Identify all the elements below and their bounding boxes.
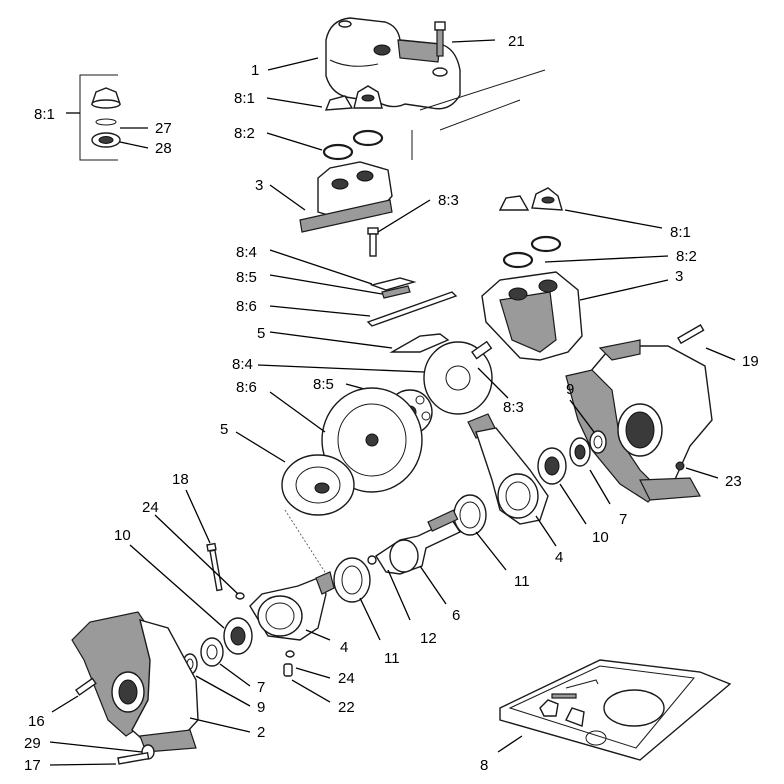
screw-18 bbox=[185, 489, 223, 592]
callout-10-left: 10 bbox=[114, 527, 131, 544]
washers-24 bbox=[154, 514, 331, 703]
connecting-rod-4-left bbox=[249, 571, 335, 641]
valves-top-8-1 bbox=[266, 85, 383, 111]
callout-labels: 1 21 8:1 8:2 3 8:3 8:4 8:5 8:6 5 8:4 8:3… bbox=[24, 33, 759, 774]
callout-8-3-lower: 8:3 bbox=[503, 399, 524, 416]
callout-8-kit: 8 bbox=[480, 757, 488, 774]
callout-4-left: 4 bbox=[340, 639, 348, 656]
callout-9-right: 9 bbox=[566, 381, 574, 398]
callout-5-lower: 5 bbox=[220, 421, 228, 438]
callout-inset-28: 28 bbox=[155, 140, 172, 157]
valves-right-8-1 bbox=[498, 187, 663, 229]
bolt-19 bbox=[677, 324, 736, 361]
callout-8-1-top: 8:1 bbox=[234, 90, 255, 107]
callout-24-upper: 24 bbox=[142, 499, 159, 516]
repair-kit-8 bbox=[497, 659, 732, 761]
callout-7-right: 7 bbox=[619, 511, 627, 528]
callout-8-2-top: 8:2 bbox=[234, 125, 255, 142]
connecting-rod-4-right bbox=[467, 413, 557, 547]
callout-11-left: 11 bbox=[384, 650, 400, 667]
bolt-17 bbox=[49, 751, 150, 766]
screw-8-3-top bbox=[367, 199, 431, 257]
callout-21: 21 bbox=[508, 33, 525, 50]
pump-block-3 bbox=[481, 271, 669, 361]
leader-23 bbox=[685, 467, 719, 479]
bearing-11-left bbox=[333, 557, 381, 641]
callout-7-left: 7 bbox=[257, 679, 265, 696]
housing-left-2 bbox=[71, 611, 251, 753]
callout-12: 12 bbox=[420, 630, 437, 647]
callout-inset-8-1: 8:1 bbox=[34, 106, 55, 123]
diaphragm-stack-upper bbox=[269, 249, 458, 353]
callout-8-6-lower: 8:6 bbox=[236, 379, 257, 396]
callout-8-6-upper: 8:6 bbox=[236, 298, 257, 315]
callout-4-right: 4 bbox=[555, 549, 563, 566]
crankshaft-6 bbox=[367, 509, 462, 621]
housing-right bbox=[565, 339, 713, 503]
inset-valve-detail bbox=[66, 74, 149, 161]
plate-3-top bbox=[269, 161, 393, 233]
callout-8-5-lower: 8:5 bbox=[313, 376, 334, 393]
callout-inset-27: 27 bbox=[155, 120, 172, 137]
o-rings-right-8-2 bbox=[502, 235, 669, 269]
callout-9-left: 9 bbox=[257, 699, 265, 716]
callout-23: 23 bbox=[725, 473, 742, 490]
callout-18: 18 bbox=[172, 471, 189, 488]
right-seals-bearings bbox=[537, 399, 611, 525]
callout-6: 6 bbox=[452, 607, 460, 624]
callout-2: 2 bbox=[257, 724, 265, 741]
callout-11-right: 11 bbox=[514, 573, 530, 590]
bolt-21 bbox=[434, 21, 496, 57]
callout-10-right: 10 bbox=[592, 529, 609, 546]
callout-5-upper: 5 bbox=[257, 325, 265, 342]
callout-17: 17 bbox=[24, 757, 41, 774]
bolt-16 bbox=[51, 677, 97, 713]
callout-3-right: 3 bbox=[675, 268, 683, 285]
callout-22: 22 bbox=[338, 699, 355, 716]
callout-8-4-upper: 8:4 bbox=[236, 244, 257, 261]
callout-8-2-right: 8:2 bbox=[676, 248, 697, 265]
callout-8-3-top: 8:3 bbox=[438, 192, 459, 209]
callout-16: 16 bbox=[28, 713, 45, 730]
bearing-11-right bbox=[453, 494, 507, 571]
callout-24-lower: 24 bbox=[338, 670, 355, 687]
valve-head-1 bbox=[325, 17, 546, 160]
callout-3-top: 3 bbox=[255, 177, 263, 194]
callout-29: 29 bbox=[24, 735, 41, 752]
callout-8-4-lower: 8:4 bbox=[232, 356, 253, 373]
callout-1: 1 bbox=[251, 62, 259, 79]
diaphragm-stack-lower bbox=[235, 340, 509, 581]
callout-8-1-right: 8:1 bbox=[670, 224, 691, 241]
callout-19: 19 bbox=[742, 353, 759, 370]
o-rings-top-8-2 bbox=[266, 129, 384, 161]
callout-8-5-upper: 8:5 bbox=[236, 269, 257, 286]
